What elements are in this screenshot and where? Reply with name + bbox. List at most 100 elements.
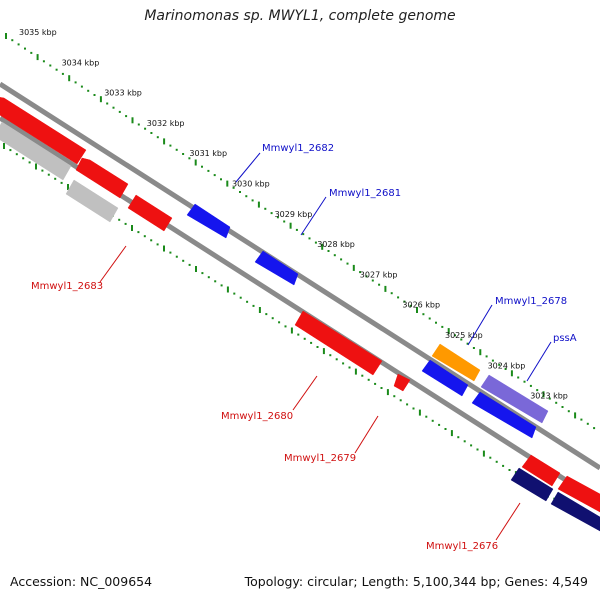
ruler-lower-dot <box>239 296 242 299</box>
map-title: Marinomonas sp. MWYL1, complete genome <box>144 8 456 24</box>
ruler-upper-dot <box>308 237 311 240</box>
ruler-upper-dot <box>74 81 77 84</box>
ruler-upper-dot <box>371 279 374 282</box>
ruler-lower-major-tick <box>35 163 37 170</box>
ruler-lower-dot <box>175 255 178 258</box>
gene-arrow-red[interactable] <box>557 475 600 513</box>
gene-arrow-red[interactable] <box>75 157 129 199</box>
gene-label-mmwyl1-2676[interactable]: Mmwyl1_2676 <box>426 541 498 552</box>
ruler-upper-dot <box>517 376 520 379</box>
ruler-upper-dot <box>55 68 58 71</box>
ruler-lower-dot <box>214 280 217 283</box>
ruler-lower-dot <box>188 263 191 266</box>
ruler-upper-major-tick <box>99 96 102 103</box>
ruler-lower-dot <box>137 231 140 234</box>
ruler-lower-dot <box>342 362 345 365</box>
gene-arrow-red[interactable] <box>127 194 173 232</box>
gene-label-mmwyl1-2682[interactable]: Mmwyl1_2682 <box>262 143 334 154</box>
ruler-upper-dot <box>340 258 343 261</box>
gene-label-mmwyl1-2679[interactable]: Mmwyl1_2679 <box>284 453 356 464</box>
ruler-tick-label: 3031 kbp <box>189 149 227 158</box>
ruler-lower-dot <box>201 272 204 275</box>
ruler-upper-dot <box>220 178 222 181</box>
ruler-lower-major-tick <box>418 409 421 416</box>
ruler-upper-dot <box>523 380 526 383</box>
ruler-lower-dot <box>502 464 505 467</box>
ruler-lower-dot <box>28 161 31 164</box>
ruler-upper-dot <box>441 325 444 328</box>
ruler-upper-dot <box>270 212 273 215</box>
genome-summary-label: Topology: circular; Length: 5,100,344 bp… <box>244 574 588 589</box>
gene-arrow-navy[interactable] <box>550 491 600 532</box>
ruler-lower-major-tick <box>67 184 69 190</box>
gene-arrow-red[interactable] <box>393 373 411 392</box>
label-line-mmwyl1-2680 <box>292 375 318 411</box>
gene-arrow-grey[interactable] <box>65 179 119 223</box>
ruler-lower-major-tick <box>131 225 133 231</box>
ruler-lower-dot <box>60 181 63 184</box>
ruler-lower-dot <box>425 415 428 418</box>
ruler-lower-dot <box>412 407 415 410</box>
ruler-lower-dot <box>284 325 287 328</box>
ruler-upper-major-tick <box>574 412 577 419</box>
gene-arrow-purple[interactable] <box>480 374 549 424</box>
ruler-upper-major-tick <box>257 201 260 208</box>
gene-label-mmwyl1-2678[interactable]: Mmwyl1_2678 <box>495 296 567 307</box>
ruler-upper-dot <box>422 313 425 316</box>
ruler-upper-dot <box>529 384 532 387</box>
ruler-lower-dot <box>335 358 338 361</box>
ruler-upper-dot <box>49 64 52 67</box>
ruler-upper-dot <box>390 292 393 295</box>
ruler-upper-dot <box>80 85 83 88</box>
ruler-upper-major-tick <box>416 307 418 313</box>
ruler-upper-dot <box>276 216 279 219</box>
ruler-upper-dot <box>283 220 286 223</box>
ruler-upper-dot <box>454 334 456 337</box>
ruler-lower-dot <box>271 317 274 320</box>
gene-label-pssa[interactable]: pssA <box>553 333 577 344</box>
ruler-upper-major-tick <box>36 54 39 61</box>
gene-arrow-red[interactable] <box>521 454 561 487</box>
ruler-lower-dot <box>150 239 153 242</box>
ruler-upper-dot <box>182 153 185 155</box>
ruler-upper-major-tick <box>542 391 545 398</box>
ruler-upper-dot <box>175 148 178 151</box>
ruler-upper-dot <box>61 72 64 75</box>
ruler-upper-dot <box>397 296 400 299</box>
ruler-lower-major-tick <box>195 266 197 272</box>
ruler-lower-dot <box>246 300 249 303</box>
gene-label-mmwyl1-2680[interactable]: Mmwyl1_2680 <box>221 411 293 422</box>
gene-arrow-blue[interactable] <box>254 250 299 286</box>
ruler-lower-dot <box>463 440 466 443</box>
ruler-lower-dot <box>431 419 434 422</box>
ruler-upper-dot <box>188 157 191 160</box>
gene-arrow-blue[interactable] <box>471 391 537 439</box>
ruler-upper-dot <box>428 317 431 320</box>
ruler-upper-major-tick <box>447 328 450 335</box>
gene-arrow-orange[interactable] <box>431 343 481 382</box>
ruler-upper-dot <box>561 406 564 408</box>
gene-arrow-red[interactable] <box>0 97 87 165</box>
gene-arrow-navy[interactable] <box>510 467 554 502</box>
ruler-tick-label: 3029 kbp <box>275 210 313 219</box>
gene-arrow-red[interactable] <box>294 310 383 376</box>
gene-label-mmwyl1-2681[interactable]: Mmwyl1_2681 <box>329 188 401 199</box>
gene-arrow-blue[interactable] <box>421 359 469 397</box>
ruler-lower-dot <box>15 153 18 156</box>
ruler-tick-label: 3026 kbp <box>402 301 440 310</box>
ruler-lower-dot <box>278 321 281 324</box>
ruler-lower-major-tick <box>3 143 5 149</box>
ruler-upper-dot <box>87 89 90 92</box>
ruler-lower-dot <box>297 333 300 336</box>
ruler-lower-dot <box>54 177 57 180</box>
ruler-upper-dot <box>536 389 539 392</box>
gene-label-mmwyl1-2683[interactable]: Mmwyl1_2683 <box>31 281 103 292</box>
ruler-upper-major-tick <box>510 370 513 377</box>
gene-arrow-grey[interactable] <box>0 121 72 181</box>
gene-arrow-blue[interactable] <box>186 203 231 239</box>
ruler-lower-dot <box>361 374 364 377</box>
ruler-tick-label: 3032 kbp <box>147 119 185 128</box>
ruler-lower-major-tick <box>258 307 261 313</box>
